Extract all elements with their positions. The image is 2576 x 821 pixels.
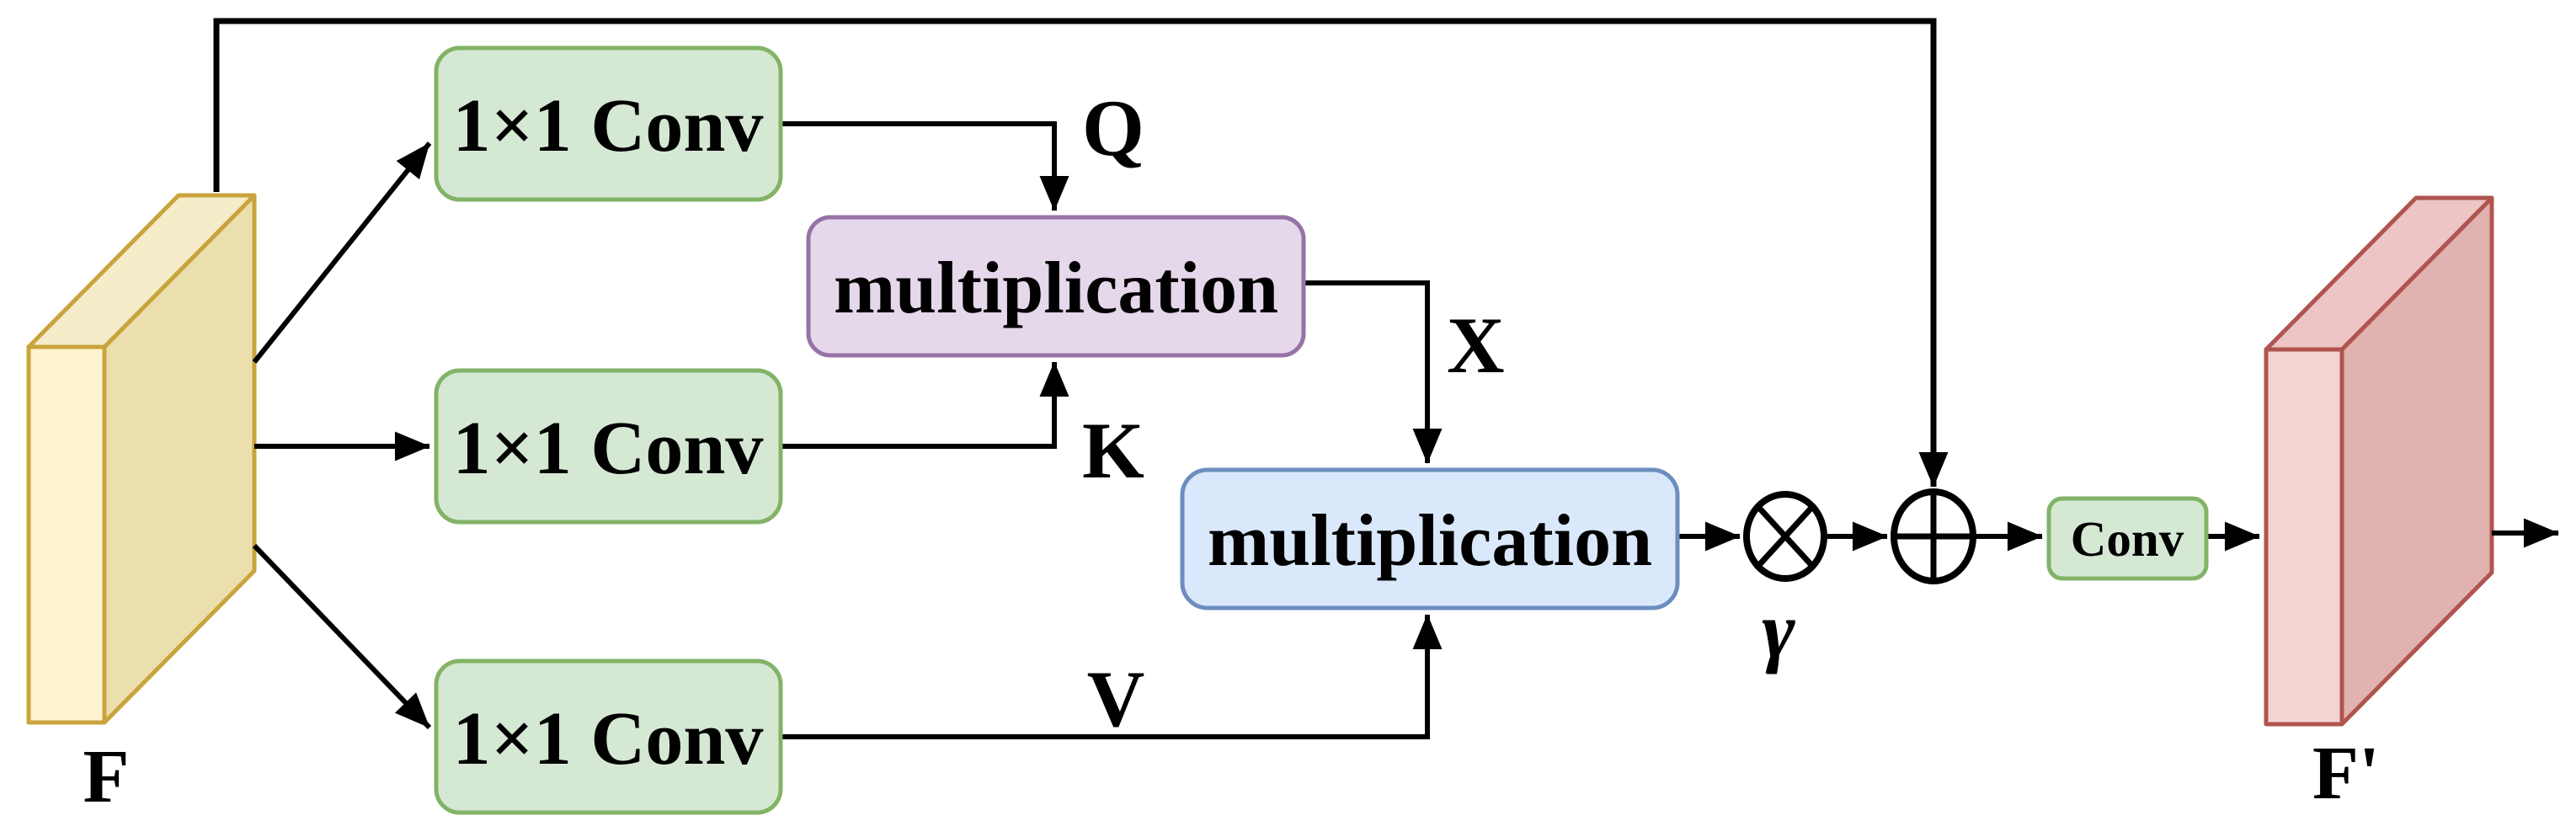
x-wire-label: X [1447, 301, 1505, 390]
input-tensor-front-face [26, 344, 107, 725]
edge-input-to-conv-v [252, 543, 432, 730]
edge-q-wire [781, 121, 1069, 211]
multiplication-qk-box: multiplication [806, 215, 1306, 358]
edge-k-wire [781, 361, 1069, 449]
edge-x-wire [1304, 280, 1443, 464]
output-tensor: F' [2264, 195, 2494, 815]
output-tensor-front-face [2264, 347, 2344, 727]
output-tensor-label: F' [2312, 732, 2380, 815]
v-wire-label: V [1087, 654, 1145, 744]
conv-v-box-label: 1×1 Conv [453, 697, 764, 781]
multiplication-xv-box: multiplication [1180, 467, 1680, 610]
input-tensor: F [26, 193, 257, 818]
multiplication-xv-box-label: multiplication [1208, 500, 1652, 582]
conv-q-box-label: 1×1 Conv [453, 84, 764, 168]
multiplication-qk-box-label: multiplication [834, 248, 1278, 329]
circled-times-icon [1743, 491, 1827, 582]
edge-input-to-conv-q [252, 141, 432, 364]
q-wire-label: Q [1082, 83, 1144, 173]
conv-k-box-shape [434, 368, 783, 525]
output-conv-box-shape [2046, 496, 2209, 581]
multiplication-qk-box-shape [806, 215, 1306, 358]
conv-k-box: 1×1 Conv [434, 368, 783, 525]
circled-times-diag-2 [1756, 504, 1815, 568]
conv-k-box-label: 1×1 Conv [453, 407, 764, 490]
output-conv-box-label: Conv [2071, 511, 2184, 567]
output-conv-box: Conv [2046, 496, 2209, 581]
k-wire-label: K [1082, 406, 1144, 495]
input-tensor-label: F [83, 735, 130, 818]
conv-q-box: 1×1 Conv [434, 45, 783, 202]
edge-v-wire [781, 614, 1443, 739]
edge-residual-skip [213, 18, 1949, 488]
conv-q-box-shape [434, 45, 783, 202]
conv-v-box-shape [434, 658, 783, 815]
multiplication-xv-box-shape [1180, 467, 1680, 610]
gamma-label: γ [1762, 585, 1795, 674]
conv-v-box: 1×1 Conv [434, 658, 783, 815]
circled-plus-icon [1891, 488, 1976, 584]
